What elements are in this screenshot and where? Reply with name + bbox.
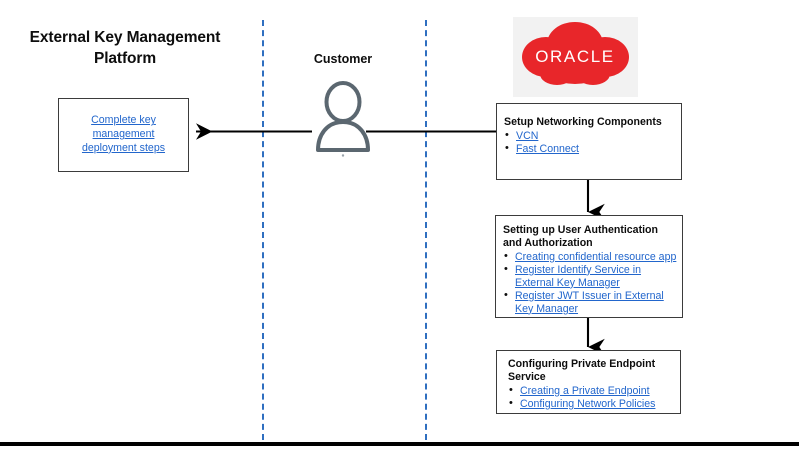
link-vcn[interactable]: VCN [516,129,539,142]
list-item[interactable]: VCN [504,129,675,143]
link-fast-connect[interactable]: Fast Connect [516,142,580,155]
list-item[interactable]: Register JWT Issuer in External Key Mana… [503,289,678,316]
setup-networking-box: Setup Networking Components VCN Fast Con… [496,103,682,180]
link-register-identify-service[interactable]: Register Identify Service in External Ke… [515,263,642,289]
private-endpoint-title: Configuring Private Endpoint Service [508,358,656,383]
user-authentication-title: Setting up User Authentication and Autho… [503,224,658,249]
complete-key-management-link[interactable]: Complete key management deployment steps [81,114,166,154]
link-register-jwt-issuer[interactable]: Register JWT Issuer in External Key Mana… [515,289,664,315]
link-configuring-network-policies[interactable]: Configuring Network Policies [520,397,656,410]
private-endpoint-box: Configuring Private Endpoint Service Cre… [496,350,681,414]
link-creating-confidential-resource-app[interactable]: Creating confidential resource app [515,250,677,263]
person-icon [308,80,378,158]
setup-networking-title: Setup Networking Components [504,116,662,128]
setup-networking-list: VCN Fast Connect [504,129,675,156]
list-item[interactable]: Fast Connect [504,142,675,156]
list-item[interactable]: Creating a Private Endpoint [508,384,675,398]
private-endpoint-list: Creating a Private Endpoint Configuring … [508,384,675,411]
user-authentication-list: Creating confidential resource app Regis… [503,250,678,316]
list-item[interactable]: Creating confidential resource app [503,250,678,264]
link-creating-a-private-endpoint[interactable]: Creating a Private Endpoint [520,384,650,397]
list-item[interactable]: Register Identify Service in External Ke… [503,263,678,290]
swimlane-divider-right [425,20,427,440]
list-item[interactable]: Configuring Network Policies [508,397,675,411]
swimlane-divider-left [262,20,264,440]
cloud-icon: ORACLE [513,17,638,97]
page-title: External Key Management Platform [29,29,221,67]
user-authentication-box: Setting up User Authentication and Autho… [495,215,683,318]
oracle-wordmark: ORACLE [535,47,615,66]
bottom-divider [0,442,799,446]
customer-lane-label: Customer [313,52,373,66]
complete-key-management-box[interactable]: Complete key management deployment steps [58,98,189,172]
